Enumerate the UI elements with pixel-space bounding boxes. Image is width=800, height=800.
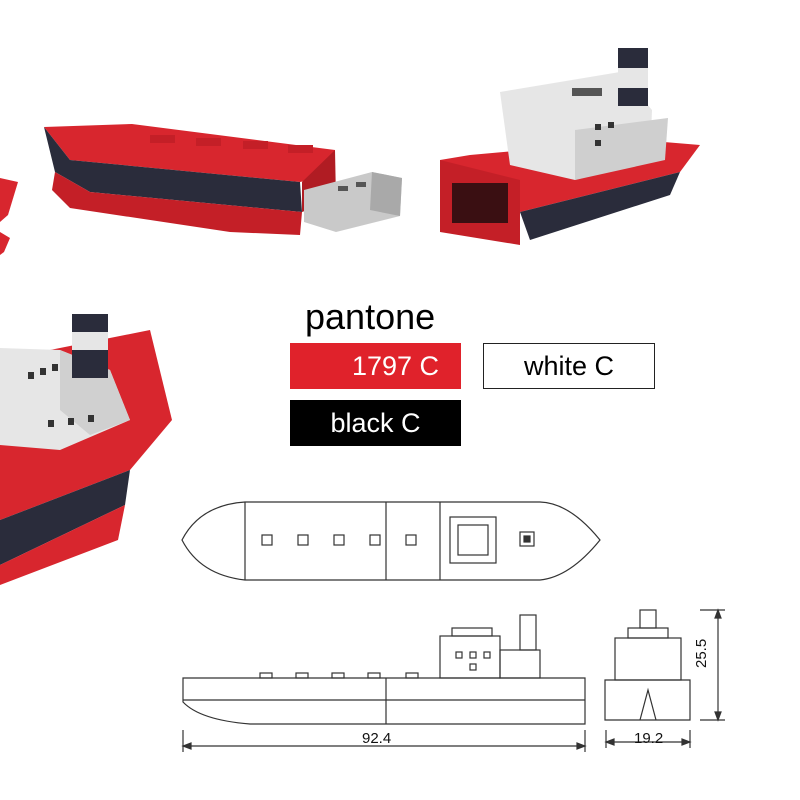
width-dimension: 19.2: [634, 730, 664, 747]
swatch-white-c: white C: [483, 343, 655, 389]
length-dimension: 92.4: [362, 730, 392, 747]
palette-title: pantone: [305, 296, 436, 337]
swatch-1797c: 1797 C: [290, 343, 461, 389]
edge-ship-fragment: [0, 178, 18, 255]
swatch-black-c: black C: [290, 400, 461, 446]
ship-closeup-render: [0, 314, 172, 585]
height-dimension: 25.5: [693, 638, 710, 668]
ship-usb-side-render: [44, 124, 402, 235]
front-view-drawing: [604, 608, 725, 748]
side-view-drawing: [181, 614, 587, 752]
top-view-drawing: [181, 501, 601, 581]
ship-cap-render: [440, 48, 700, 245]
